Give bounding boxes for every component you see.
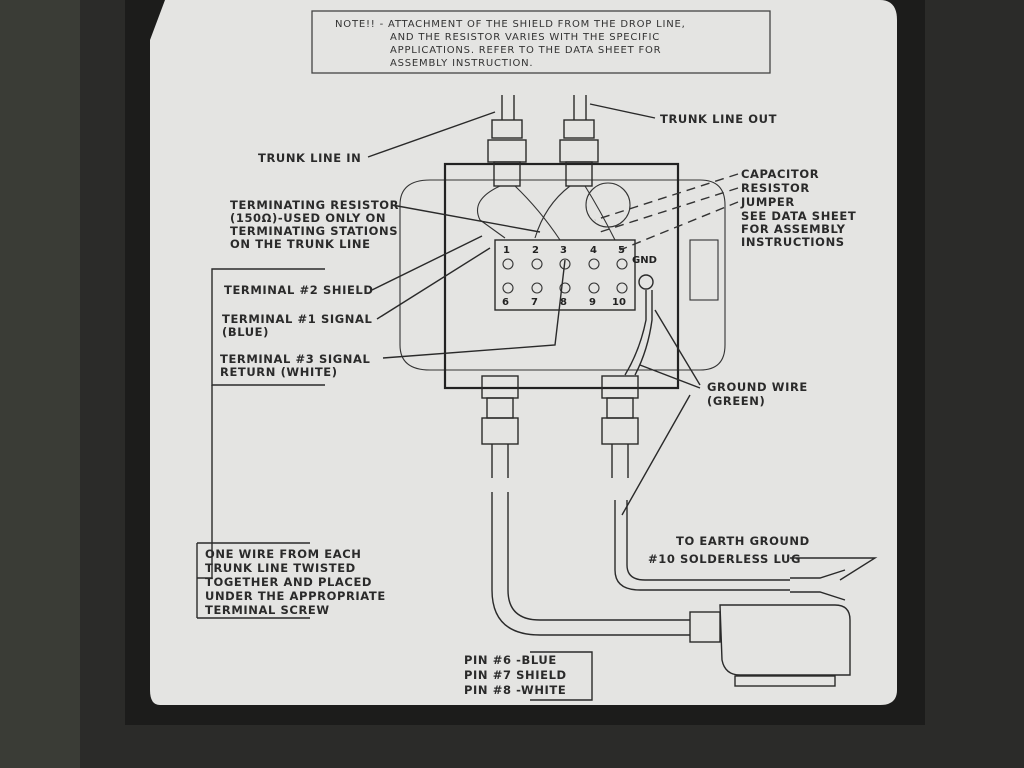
label-line: FOR ASSEMBLY <box>741 222 846 236</box>
ground-wire-label: GROUND WIRE <box>707 380 808 394</box>
note-box: NOTE!! - ATTACHMENT OF THE SHIELD FROM T… <box>311 10 771 74</box>
pin-label: PIN #6 -BLUE <box>464 653 557 667</box>
note-line: AND THE RESISTOR VARIES WITH THE SPECIFI… <box>390 32 660 43</box>
pin-label: PIN #7 SHIELD <box>464 668 567 682</box>
note-line: ASSEMBLY INSTRUCTION. <box>390 58 533 69</box>
leader-line <box>790 557 878 581</box>
bracket <box>197 385 213 579</box>
label-line: SEE DATA SHEET <box>741 209 856 223</box>
label-line: JUMPER <box>740 195 795 209</box>
trunk-in-connector <box>487 95 527 187</box>
terminal-3-return-label: RETURN (WHITE) <box>220 365 338 379</box>
terminal-number: 4 <box>590 245 597 256</box>
terminal-number: 1 <box>503 245 510 256</box>
leader-line <box>589 103 656 119</box>
mount-tab <box>689 239 719 301</box>
internal-wires <box>476 185 616 241</box>
ground-wire <box>624 290 653 376</box>
terminal-number: 7 <box>531 297 538 308</box>
label-line: TERMINAL SCREW <box>205 603 330 617</box>
drop-cable <box>491 492 690 636</box>
leader-line <box>367 111 496 158</box>
terminal-1-signal-label: TERMINAL #1 SIGNAL <box>222 312 373 326</box>
terminal-number: 2 <box>532 245 539 256</box>
label-line: TERMINATING STATIONS <box>230 224 398 238</box>
db-connector <box>719 604 851 676</box>
terminal-1-signal-label: (BLUE) <box>222 325 269 339</box>
dashed-leaders <box>594 173 739 251</box>
earth-ground-label: TO EARTH GROUND <box>676 534 810 548</box>
leader-line <box>391 204 541 233</box>
drop-connector-right <box>601 375 639 478</box>
ground-wire-label: (GREEN) <box>707 394 765 408</box>
solderless-lug <box>790 569 846 601</box>
label-line: TERMINATING RESISTOR <box>230 198 399 212</box>
label-line: TRUNK LINE TWISTED <box>205 561 356 575</box>
leader-line <box>621 309 701 516</box>
label-line: CAPACITOR <box>741 167 819 181</box>
trunk-out-connector <box>559 95 599 187</box>
one-wire-bracket <box>196 542 310 619</box>
cable-boot <box>689 611 721 643</box>
pin-label: PIN #8 -WHITE <box>464 683 566 697</box>
terminal-number: 10 <box>612 297 626 308</box>
mounting-plate <box>399 179 726 371</box>
terminal-number: 5 <box>618 245 625 256</box>
note-line: NOTE!! - ATTACHMENT OF THE SHIELD FROM T… <box>335 19 686 30</box>
terminating-resistor-label: TERMINATING RESISTOR (150Ω)-USED ONLY ON… <box>230 198 399 251</box>
pin-legend: PIN #6 -BLUE PIN #7 SHIELD PIN #8 -WHITE <box>464 651 593 701</box>
one-wire-label: ONE WIRE FROM EACH TRUNK LINE TWISTED TO… <box>205 547 386 617</box>
components-label: CAPACITOR RESISTOR JUMPER SEE DATA SHEET… <box>740 167 856 249</box>
leader-line <box>371 235 483 291</box>
label-line: ON THE TRUNK LINE <box>230 237 371 251</box>
terminal-number: 3 <box>560 245 567 256</box>
ground-screw-icon <box>638 274 654 290</box>
terminal-strip: 1 2 3 4 5 6 7 8 9 10 <box>494 239 636 311</box>
terminal-3-return-label: TERMINAL #3 SIGNAL <box>220 352 371 366</box>
drop-connector-left <box>481 375 519 478</box>
label-line: RESISTOR <box>741 181 810 195</box>
leader-line <box>376 247 491 320</box>
trunk-line-out-label: TRUNK LINE OUT <box>660 112 777 126</box>
earth-ground-label: #10 SOLDERLESS LUG <box>648 552 801 566</box>
note-line: APPLICATIONS. REFER TO THE DATA SHEET FO… <box>390 45 661 56</box>
bracket <box>211 268 325 386</box>
terminal-2-shield-label: TERMINAL #2 SHIELD <box>224 283 374 297</box>
enclosure-edge <box>0 0 80 768</box>
label-line: TOGETHER AND PLACED <box>205 575 372 589</box>
leader-line <box>382 259 566 359</box>
label-line: INSTRUCTIONS <box>741 235 845 249</box>
terminal-number: 6 <box>502 297 509 308</box>
terminal-number: 8 <box>560 297 567 308</box>
trunk-line-in-label: TRUNK LINE IN <box>258 151 361 165</box>
gnd-label: GND <box>632 255 657 266</box>
label-line: ONE WIRE FROM EACH <box>205 547 362 561</box>
label-line: (150Ω)-USED ONLY ON <box>230 211 386 225</box>
label-line: UNDER THE APPROPRIATE <box>205 589 386 603</box>
db-pins <box>734 675 836 687</box>
label-plate <box>150 0 897 705</box>
earth-wire <box>614 500 790 591</box>
terminal-number: 9 <box>589 297 596 308</box>
